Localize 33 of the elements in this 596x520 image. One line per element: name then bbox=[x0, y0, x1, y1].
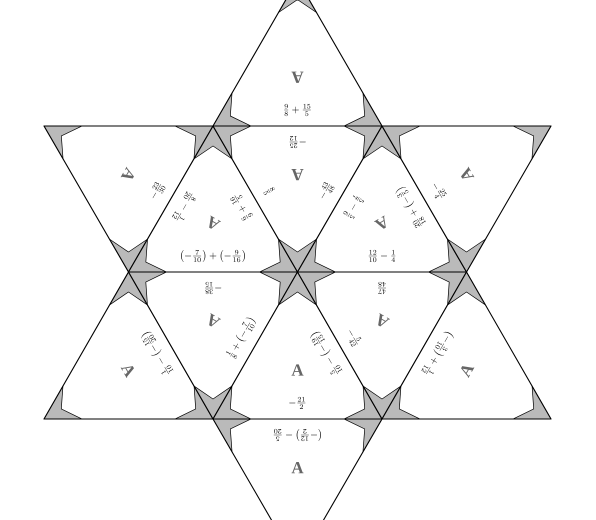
orientation-letter: A bbox=[378, 313, 390, 326]
math-expression: $\frac{1}{8}+\left(-\frac{7}{10}\right)$ bbox=[226, 318, 256, 359]
math-expression: $-\frac{38}{15}$ bbox=[205, 282, 222, 294]
math-expression: $\frac{9}{8}+\frac{15}{5}$ bbox=[284, 104, 311, 116]
orientation-letter: A bbox=[292, 364, 304, 376]
math-expression: $-\frac{25}{4}$ bbox=[434, 184, 447, 199]
orientation-letter: A bbox=[374, 215, 386, 229]
math-expression: $\frac{12}{10}-\frac{1}{4}$ bbox=[368, 250, 396, 262]
math-expression: $\left(-\frac{12}{2}\right)-\frac{5}{20}$ bbox=[274, 428, 321, 442]
orientation-letter: A bbox=[292, 72, 304, 83]
math-expression: $\frac{5}{7}-\frac{5}{6}$ bbox=[343, 196, 364, 220]
math-expression: $-\frac{25}{12}$ bbox=[290, 136, 306, 148]
math-expression: $\left(-\frac{7}{10}\right)+\left(-\frac{9}{16}\right)$ bbox=[181, 250, 245, 262]
orientation-letter: A bbox=[209, 215, 221, 229]
orientation-letter: A bbox=[209, 313, 221, 326]
math-expression: $\frac{8}{5}$ bbox=[264, 187, 275, 195]
math-expression: $\frac{5}{10}-\left(-\frac{19}{15}\right)$ bbox=[310, 332, 342, 375]
orientation-letter: A bbox=[292, 462, 304, 474]
math-expression: $-\frac{5}{42}$ bbox=[349, 330, 362, 347]
math-expression: $-\frac{43}{48}$ bbox=[322, 182, 334, 198]
math-expression: $\frac{8}{20}-\frac{1}{12}$ bbox=[172, 191, 196, 220]
orientation-letter: A bbox=[120, 366, 134, 378]
orientation-letter: A bbox=[461, 166, 474, 178]
math-expression: $\frac{6}{9}+\frac{16}{5}$ bbox=[230, 195, 253, 220]
math-expression: $\frac{47}{48}$ bbox=[378, 282, 386, 294]
math-expression: $\left(-\frac{3}{10}\right)+\frac{1}{12}$ bbox=[421, 332, 454, 374]
orientation-letter: A bbox=[120, 166, 134, 179]
orientation-letter: A bbox=[292, 169, 304, 180]
orientation-letter: A bbox=[461, 366, 474, 378]
math-expression: $\frac{1}{10}-\left(-\frac{15}{20}\right)$ bbox=[141, 332, 174, 374]
math-expression: $\frac{20}{18}+\left(-\frac{3}{5}\right)$ bbox=[396, 187, 426, 228]
math-expression: $-\frac{21}{2}$ bbox=[289, 396, 306, 409]
math-expression: $-\frac{23}{30}$ bbox=[152, 182, 166, 198]
